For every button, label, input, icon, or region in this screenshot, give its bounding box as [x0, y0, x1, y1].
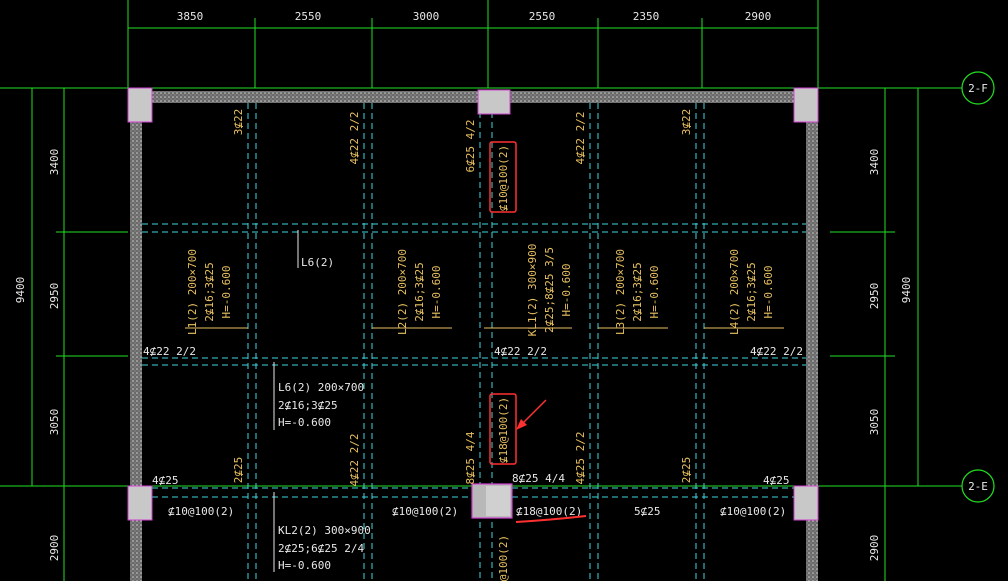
beam-label-l4: L4(2) 200×700 2⊈16;3⊈25 H=-0.600: [704, 249, 784, 335]
rebar-low-3: 4⊈22 2/2: [348, 434, 361, 487]
bottom-label-3: ⊈18@100(2): [516, 505, 582, 518]
rebar-mid-right: 4⊈22 2/2: [750, 345, 803, 358]
rebar-low-1: 4⊈25: [152, 474, 179, 487]
dim-top-4: 2550: [529, 10, 556, 23]
rebar-top-5: 3⊈22: [680, 109, 693, 136]
highlight-box-mid[interactable]: [489, 393, 517, 465]
dim-right-4: 2900: [868, 535, 881, 562]
stirrup-bottom: ⊈10@100(2): [497, 535, 510, 581]
beam-label-kl1: KL1(2) 300×900 2⊈25;8⊈25 3/5 H=-0.600: [484, 244, 573, 337]
dim-top-6: 2900: [745, 10, 772, 23]
svg-text:L3(2) 200×700: L3(2) 200×700: [614, 249, 627, 335]
svg-text:H=-0.600: H=-0.600: [560, 264, 573, 317]
svg-text:2⊈16;3⊈25: 2⊈16;3⊈25: [278, 399, 338, 412]
bottom-label-2: ⊈10@100(2): [392, 505, 458, 518]
beam-label-l6-detail: L6(2) 200×700 2⊈16;3⊈25 H=-0.600: [273, 362, 364, 430]
rebar-top-4: 4⊈22 2/2: [574, 112, 587, 165]
svg-text:H=-0.600: H=-0.600: [648, 266, 661, 319]
dim-left-1: 3400: [48, 149, 61, 176]
rebar-low-5: 8⊈25 4/4: [512, 472, 565, 485]
svg-text:L6(2) 200×700: L6(2) 200×700: [278, 381, 364, 394]
svg-text:H=-0.600: H=-0.600: [220, 266, 233, 319]
rebar-low-6: 4⊈25 2/2: [574, 432, 587, 485]
beam-label-kl2: KL2(2) 300×900 2⊈25;6⊈25 2/4 H=-0.600: [273, 492, 371, 572]
svg-text:L1(2) 200×700: L1(2) 200×700: [186, 249, 199, 335]
wall-top: [142, 91, 806, 103]
dim-left-total: 9400: [14, 277, 27, 304]
svg-text:2⊈16;3⊈25: 2⊈16;3⊈25: [413, 262, 426, 322]
dim-top-5: 2350: [633, 10, 660, 23]
rebar-top-1: 3⊈22: [232, 109, 245, 136]
rebar-mid-center: 4⊈22 2/2: [494, 345, 547, 358]
stirrup-top: ⊈10@100(2): [497, 145, 510, 211]
beam-label-l1: L1(2) 200×700 2⊈16;3⊈25 H=-0.600: [185, 249, 248, 335]
dim-right-3: 3050: [868, 409, 881, 436]
svg-text:KL2(2) 300×900: KL2(2) 300×900: [278, 524, 371, 537]
axis-bubble-2e[interactable]: 2-E: [961, 469, 995, 503]
beam-label-l2: L2(2) 200×700 2⊈16;3⊈25 H=-0.600: [372, 249, 452, 335]
rebar-top-2: 4⊈22 2/2: [348, 112, 361, 165]
dim-left-4: 2900: [48, 535, 61, 562]
svg-text:H=-0.600: H=-0.600: [278, 416, 331, 429]
bottom-label-1: ⊈10@100(2): [168, 505, 234, 518]
svg-text:H=-0.600: H=-0.600: [278, 559, 331, 572]
dim-left-3: 3050: [48, 409, 61, 436]
highlight-box-top[interactable]: [489, 141, 517, 213]
dim-top-2: 2550: [295, 10, 322, 23]
columns: [127, 87, 819, 521]
rebar-low-7: 2⊈25: [680, 457, 693, 484]
wall-left: [130, 103, 142, 581]
dim-top-1: 3850: [177, 10, 204, 23]
dim-right-total: 9400: [900, 277, 913, 304]
svg-text:L4(2) 200×700: L4(2) 200×700: [728, 249, 741, 335]
svg-text:KL1(2) 300×900: KL1(2) 300×900: [526, 244, 539, 337]
stirrup-mid: ⊈18@100(2): [497, 397, 510, 463]
rebar-low-2: 2⊈25: [232, 457, 245, 484]
svg-text:2⊈25;6⊈25 2/4: 2⊈25;6⊈25 2/4: [278, 542, 364, 555]
svg-text:2⊈16;3⊈25: 2⊈16;3⊈25: [631, 262, 644, 322]
dim-left-2: 2950: [48, 283, 61, 310]
red-underline: [515, 515, 587, 523]
rebar-top-3: 6⊈25 4/2: [464, 120, 477, 173]
beam-label-l3: L3(2) 200×700 2⊈16;3⊈25 H=-0.600: [598, 249, 668, 335]
rebar-mid-left: 4⊈22 2/2: [143, 345, 196, 358]
axis-label-2e: 2-E: [968, 480, 988, 493]
bottom-label-4: 5⊈25: [634, 505, 661, 518]
axis-bubble-2f[interactable]: 2-F: [961, 71, 995, 105]
svg-text:2⊈16;3⊈25: 2⊈16;3⊈25: [203, 262, 216, 322]
dim-top-3: 3000: [413, 10, 440, 23]
svg-text:2⊈16;3⊈25: 2⊈16;3⊈25: [745, 262, 758, 322]
svg-text:H=-0.600: H=-0.600: [762, 266, 775, 319]
axis-label-2f: 2-F: [968, 82, 988, 95]
label-l6: L6(2): [301, 256, 334, 269]
dim-right-1: 3400: [868, 149, 881, 176]
rebar-low-4: 8⊈25 4/4: [464, 431, 477, 484]
side-dimension-lines: [31, 88, 919, 581]
bottom-label-5: ⊈10@100(2): [720, 505, 786, 518]
rebar-low-8: 4⊈25: [763, 474, 790, 487]
svg-text:L2(2) 200×700: L2(2) 200×700: [396, 249, 409, 335]
wall-right: [806, 103, 818, 581]
svg-text:H=-0.600: H=-0.600: [430, 266, 443, 319]
red-arrow-icon: [516, 399, 547, 430]
dim-right-2: 2950: [868, 283, 881, 310]
svg-text:2⊈25;8⊈25 3/5: 2⊈25;8⊈25 3/5: [543, 247, 556, 333]
